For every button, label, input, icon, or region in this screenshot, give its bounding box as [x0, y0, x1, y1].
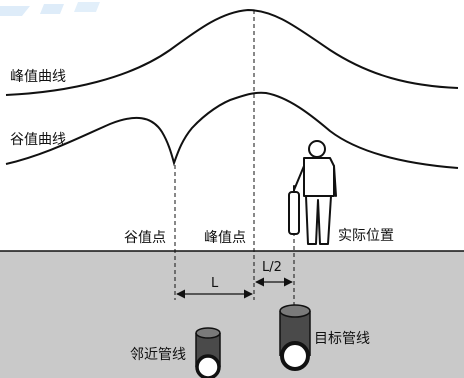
peak-point-label: 峰值点: [204, 230, 246, 246]
valley-curve-label: 谷值曲线: [10, 132, 66, 148]
ground-area: [0, 251, 464, 378]
l-dimension-label: L: [211, 276, 219, 291]
target-pipe-label: 目标管线: [314, 331, 370, 347]
neighbor-pipe-label: 邻近管线: [130, 347, 186, 363]
peak-curve: [5, 8, 459, 96]
valley-point-label: 谷值点: [124, 230, 166, 246]
peak-curve-label: 峰值曲线: [10, 69, 66, 85]
target-pipe: [279, 304, 311, 371]
neighbor-pipe: [195, 327, 221, 378]
half-l-dimension-label: L/2: [262, 260, 282, 275]
person-icon: [288, 140, 337, 245]
actual-position-label: 实际位置: [338, 228, 394, 244]
watermark-fragment: [0, 2, 100, 16]
valley-curve: [5, 91, 459, 169]
